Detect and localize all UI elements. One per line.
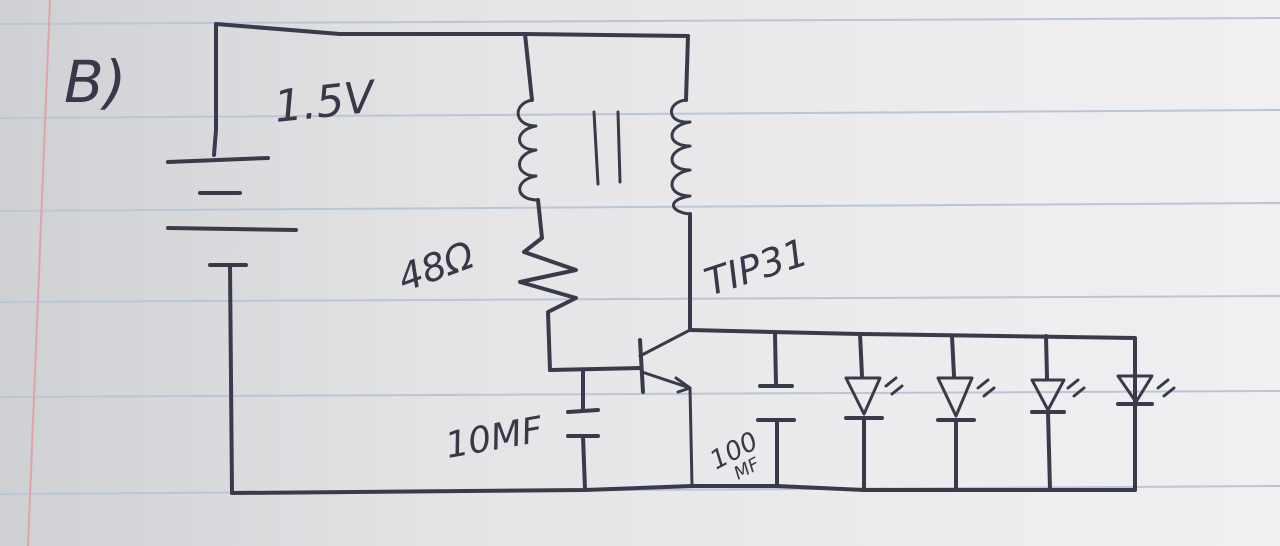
rule-lines xyxy=(0,17,1280,495)
base-capacitor-label: 10MF xyxy=(442,409,546,467)
transistor-label: TIP31 xyxy=(699,230,813,305)
led-1 xyxy=(844,332,904,492)
battery xyxy=(166,22,298,495)
coil-capacitor xyxy=(592,110,622,186)
led-4 xyxy=(1116,374,1176,406)
margin-line xyxy=(27,0,51,546)
part-label: B) xyxy=(64,48,126,116)
battery-voltage-label: 1.5V xyxy=(272,71,380,132)
top-wire xyxy=(214,22,690,38)
resistor-value-label: 48Ω xyxy=(392,233,480,301)
transistor xyxy=(548,328,694,488)
output-capacitor xyxy=(756,332,796,488)
led-3 xyxy=(1030,334,1086,492)
base-capacitor xyxy=(566,368,600,492)
primary-coil xyxy=(516,32,540,202)
bottom-wire xyxy=(230,484,1137,495)
led-2 xyxy=(936,334,996,492)
resistor xyxy=(518,198,578,372)
secondary-coil xyxy=(670,34,692,332)
